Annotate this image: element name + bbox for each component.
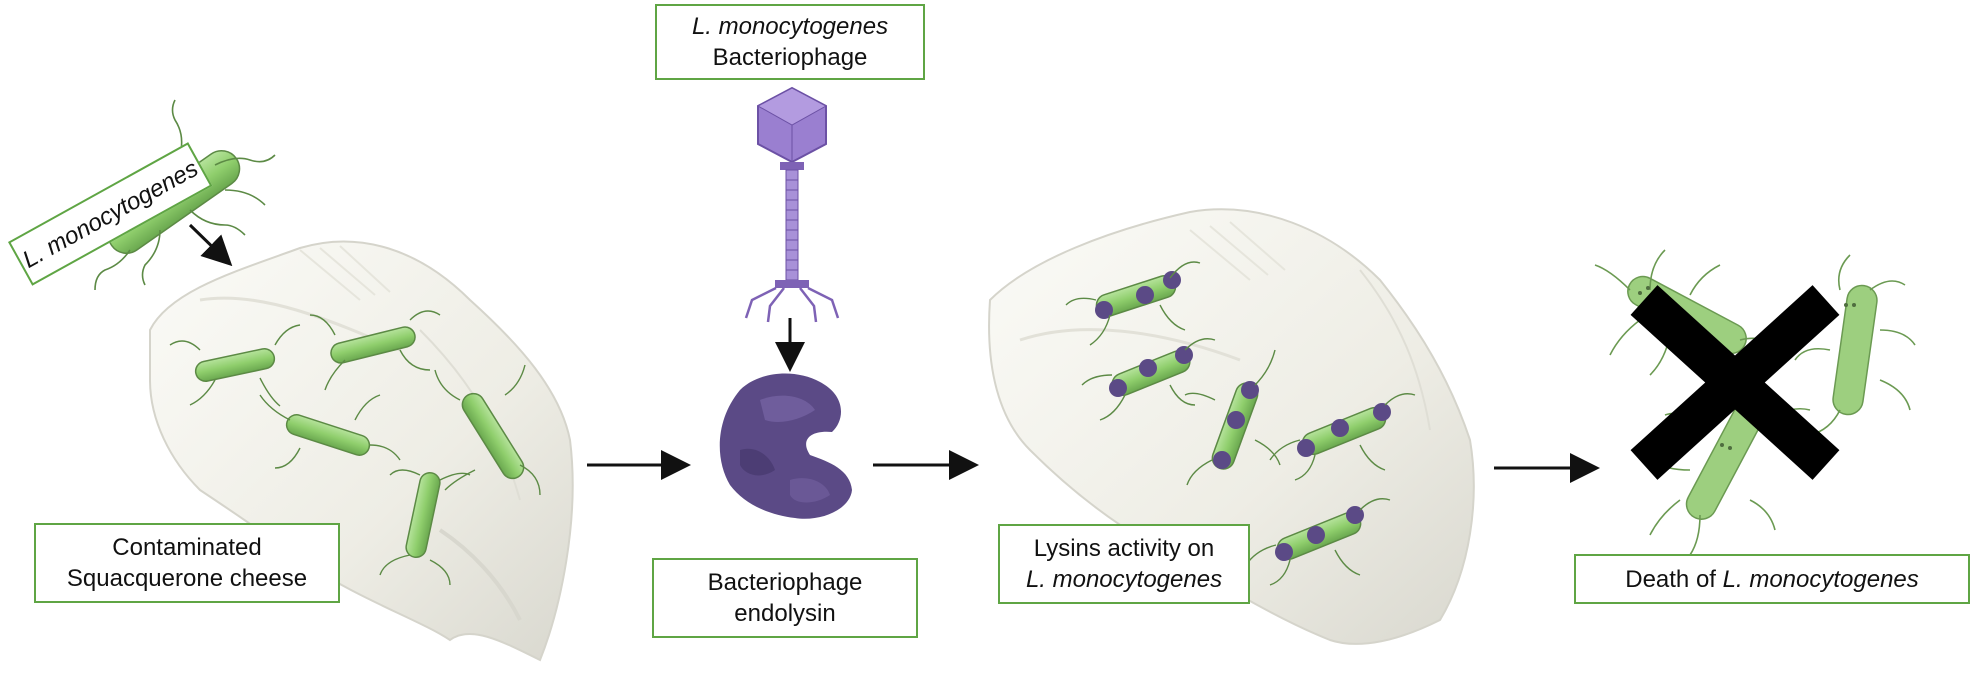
label-death-species: L. monocytogenes bbox=[1722, 565, 1919, 593]
arrow-bacterium-to-cheese bbox=[188, 223, 233, 267]
death-cross-mark bbox=[1630, 285, 1840, 480]
label-death-line: Death of L. monocytogenes bbox=[1625, 564, 1919, 595]
endolysin-protein-icon bbox=[719, 373, 852, 519]
label-phage-type: Bacteriophage bbox=[712, 44, 868, 71]
bacteriophage-icon bbox=[744, 86, 840, 323]
label-cheese-line1: Contaminated bbox=[112, 534, 262, 561]
label-lysins-activity: Lysins activity on L. monocytogenes bbox=[998, 524, 1250, 604]
label-phage-species: L. monocytogenes bbox=[691, 13, 889, 40]
label-endolysin-line2: endolysin bbox=[734, 600, 836, 627]
bacteria-cluster-cheese bbox=[169, 310, 541, 586]
label-cheese: Contaminated Squacquerone cheese bbox=[34, 523, 340, 603]
label-death: Death of L. monocytogenes bbox=[1574, 554, 1970, 604]
label-lysins-line1: Lysins activity on bbox=[1033, 535, 1215, 562]
label-cheese-line2: Squacquerone cheese bbox=[66, 565, 308, 592]
label-endolysin: Bacteriophage endolysin bbox=[652, 558, 918, 638]
label-phage: L. monocytogenes Bacteriophage bbox=[655, 4, 925, 80]
label-lysins-line2: L. monocytogenes bbox=[1025, 566, 1223, 593]
label-death-prefix: Death of bbox=[1625, 565, 1723, 593]
bacteria-with-lysins bbox=[1065, 261, 1416, 586]
arrows bbox=[188, 223, 1600, 483]
label-endolysin-line1: Bacteriophage bbox=[707, 569, 863, 596]
